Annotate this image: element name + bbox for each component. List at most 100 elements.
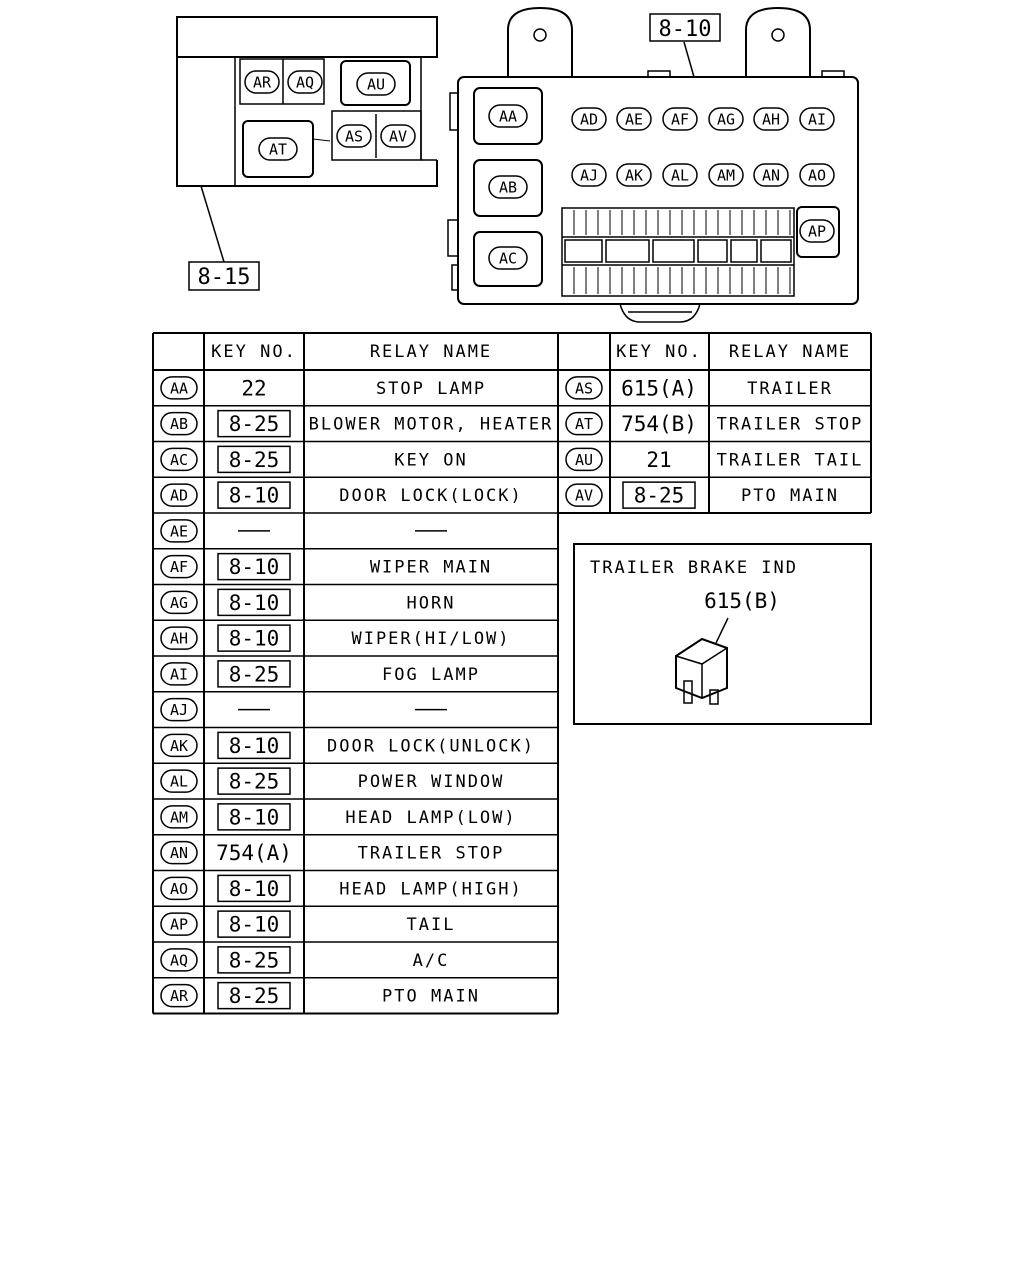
svg-text:AM: AM	[717, 167, 735, 185]
key-ref-box	[622, 481, 696, 509]
row-id-label: AR	[160, 983, 198, 1008]
svg-text:AT: AT	[575, 415, 593, 433]
svg-text:AH: AH	[170, 630, 188, 648]
key-ref-box	[217, 660, 291, 688]
aux-relay-box	[176, 16, 438, 263]
row-id-label: AD	[160, 483, 198, 507]
svg-text:AC: AC	[170, 451, 188, 469]
svg-text:AU: AU	[575, 451, 593, 469]
svg-text:AI: AI	[170, 665, 188, 683]
svg-text:AK: AK	[625, 167, 643, 185]
key-no-cell: 8-10	[229, 484, 280, 508]
diagram-label-ak: AK	[616, 163, 652, 187]
key-ref-box	[217, 409, 291, 438]
inset-part-label: 615(B)	[704, 589, 780, 613]
key-no-cell: 8-25	[229, 448, 280, 472]
table-row: AD 8-10 DOOR LOCK(LOCK)	[160, 481, 523, 509]
row-id-label: AV	[565, 483, 603, 507]
svg-text:AT: AT	[269, 141, 287, 159]
key-no-cell: 615(A)	[621, 376, 697, 400]
key-ref-box	[217, 552, 291, 581]
svg-text:AC: AC	[499, 250, 517, 268]
svg-text:AB: AB	[499, 179, 517, 197]
key-no-cell: 8-10	[229, 877, 280, 901]
svg-text:AE: AE	[170, 522, 188, 540]
row-id-label: AN	[160, 840, 198, 865]
key-ref-box	[217, 874, 291, 903]
relay-name-cell: DOOR LOCK(UNLOCK)	[327, 736, 535, 756]
row-id-label: AF	[160, 554, 198, 579]
svg-text:AS: AS	[345, 128, 363, 146]
svg-text:8-15: 8-15	[198, 265, 251, 290]
left-key-no-header: KEY NO.	[211, 342, 297, 362]
svg-text:AB: AB	[170, 415, 188, 433]
svg-text:AG: AG	[717, 111, 735, 129]
table-row: AE	[160, 519, 447, 543]
diagram-label-ap: AP	[799, 219, 835, 243]
svg-text:AJ: AJ	[580, 167, 598, 185]
relay-name-cell: DOOR LOCK(LOCK)	[339, 486, 523, 506]
row-id-label: AP	[160, 912, 198, 936]
diagram-label-ah: AH	[753, 107, 789, 131]
key-ref-box	[217, 981, 291, 1010]
callout-8-15: 8-15	[188, 261, 260, 291]
key-no-cell: 8-10	[229, 627, 280, 651]
key-no-cell: 8-25	[229, 412, 280, 436]
svg-text:AK: AK	[170, 737, 188, 755]
right-key-no-header: KEY NO.	[616, 342, 702, 362]
callout-8-10: 8-10	[649, 13, 721, 42]
row-id-label: AM	[160, 805, 198, 829]
diagram-label-am: AM	[708, 163, 744, 187]
svg-text:AA: AA	[170, 379, 188, 397]
relay-name-cell: BLOWER MOTOR, HEATER	[309, 415, 554, 435]
relay-name-cell: A/C	[413, 951, 450, 971]
diagram-label-aq: AQ	[287, 70, 323, 94]
diagram-label-aa: AA	[488, 104, 528, 128]
svg-text:AU: AU	[367, 76, 385, 94]
row-id-label: AL	[160, 769, 198, 793]
key-no-cell: 22	[241, 376, 266, 400]
diagram-label-as: AS	[336, 124, 372, 148]
diagram-label-af: AF	[662, 107, 698, 131]
key-no-cell: 8-25	[229, 948, 280, 972]
relay-name-cell: HEAD LAMP(LOW)	[345, 808, 516, 828]
relay-icon	[675, 637, 728, 705]
key-ref-box	[217, 624, 291, 652]
svg-text:AN: AN	[170, 844, 188, 862]
right-relay-name-header: RELAY NAME	[729, 342, 851, 362]
relay-name-cell: POWER WINDOW	[358, 772, 505, 792]
table-row: AB 8-25 BLOWER MOTOR, HEATER	[160, 409, 554, 438]
svg-text:AL: AL	[671, 167, 689, 185]
key-no-cell: 21	[646, 448, 671, 472]
svg-text:AR: AR	[170, 987, 189, 1005]
key-no-cell: 8-25	[634, 484, 685, 508]
key-no-cell: 8-10	[229, 734, 280, 758]
key-no-cell: 8-10	[229, 555, 280, 579]
svg-text:AP: AP	[808, 223, 826, 241]
svg-text:AO: AO	[170, 880, 188, 898]
svg-text:AQ: AQ	[296, 74, 314, 92]
key-ref-box	[217, 588, 291, 617]
svg-text:AH: AH	[762, 111, 780, 129]
diagram-label-ar: AR	[244, 70, 280, 94]
svg-text:AG: AG	[170, 594, 188, 612]
diagram-label-ag: AG	[708, 107, 744, 131]
row-id-label: AH	[160, 626, 198, 650]
main-fuse-box	[447, 6, 859, 323]
svg-text:AM: AM	[170, 808, 188, 826]
row-id-label: AC	[160, 447, 198, 472]
row-id-label: AK	[160, 733, 198, 758]
svg-text:AD: AD	[170, 487, 188, 505]
